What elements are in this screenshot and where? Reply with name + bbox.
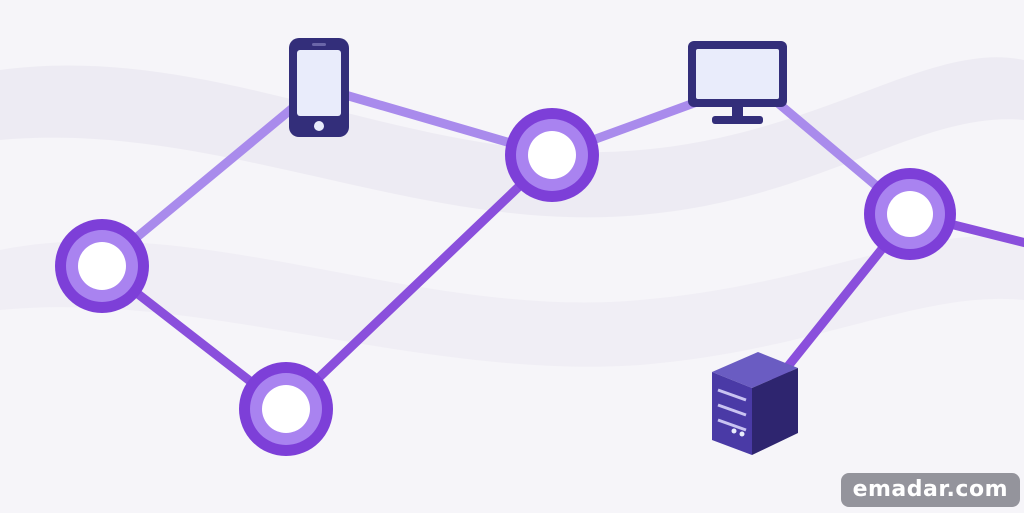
node-2	[239, 362, 333, 456]
node-4	[864, 168, 956, 260]
monitor-icon	[688, 41, 787, 124]
node-3	[505, 108, 599, 202]
server-icon	[712, 352, 798, 455]
background-wave	[0, 236, 1024, 367]
background-waves	[0, 57, 1024, 367]
smartphone-icon	[289, 38, 349, 137]
link-node2-node3	[281, 150, 557, 414]
background-wave	[0, 57, 1024, 218]
node-1	[55, 219, 149, 313]
watermark-label: emadar.com	[840, 473, 1020, 507]
